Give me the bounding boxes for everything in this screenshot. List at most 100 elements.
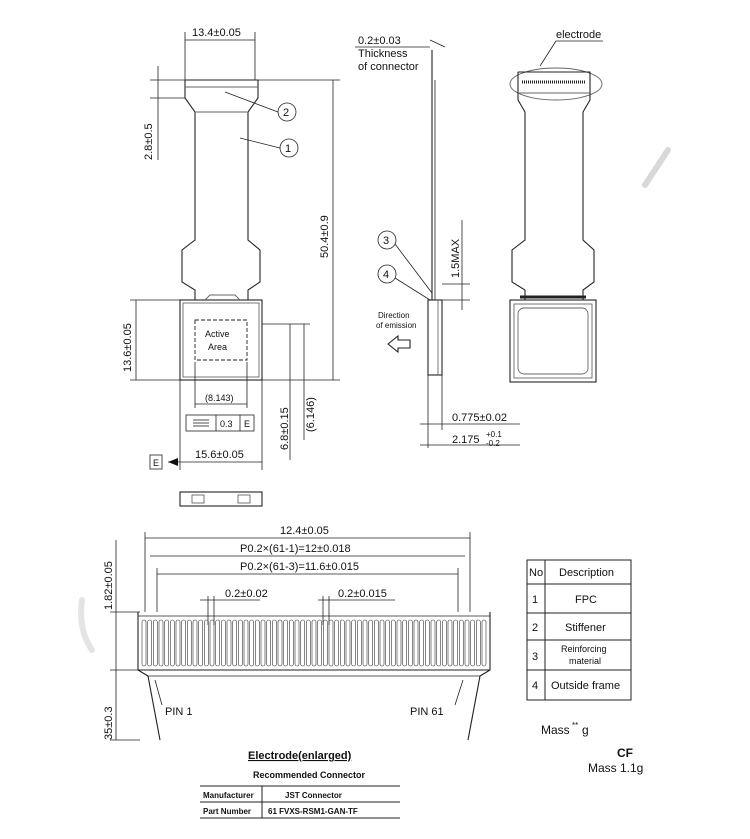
electrode-pin [453,619,458,667]
dim-pin-width-2: 0.2±0.015 [338,588,387,600]
part-value: 61 FVXS-RSM1-GAN-TF [268,807,358,816]
dim-pitch-2: P0.2×(61-3)=11.6±0.015 [240,561,359,573]
manufacturer-value: JST Connector [285,791,342,800]
fpc-outline [181,79,261,300]
electrode-pin [215,619,220,667]
active-area-box [194,319,248,361]
recommended-label: Recommended Connector [253,770,366,780]
electrode-pin [413,619,419,667]
back-view: electrode [509,29,603,383]
watermark-arc [78,597,95,653]
electrode-pin [238,619,243,667]
mass-old-label: Mass [541,723,570,737]
electrode-pin [204,619,209,667]
pin-last-label: PIN 61 [410,706,444,718]
electrode-pin [442,619,447,667]
electrode-pin [209,619,215,667]
electrode-pin [181,619,186,667]
electrode-pin [430,619,436,667]
electrode-pin [379,619,385,667]
electrode-pin [175,619,181,667]
electrode-pin [476,619,481,667]
dim-tab-height: 2.8±0.5 [143,123,155,160]
electrode-edge [137,669,491,741]
electrode-pin [340,619,345,667]
dim-top-width: 13.4±0.05 [192,27,241,39]
electrode-pin [351,619,356,667]
electrode-pin [402,619,407,667]
electrode-pin [260,619,266,667]
callout-1-circle [279,138,299,158]
electrode-pin [368,619,373,667]
electrode-pin [272,619,277,667]
table-row-desc: FPC [575,594,597,606]
emission-label-2: of emission [376,321,416,330]
datum-label: E [153,458,159,468]
mass-old-unit: g [582,723,589,737]
electrode-pin [300,619,305,667]
mass-cf: CF [617,746,633,760]
dim-height-1: 1.82±0.05 [103,561,115,610]
electrode-pin [243,619,249,667]
watermark-mark [642,147,671,188]
electrode-pin [357,619,362,667]
side-view: 0.2±0.03 Thickness of connector 3 4 1.5M… [355,35,520,448]
part-label: Part Number [203,807,251,816]
mass-old-sup: ** [572,721,578,730]
electrode-pin [249,619,254,667]
electrode-pin [221,619,226,667]
manufacturer-label: Manufacturer [203,791,254,800]
side-thickness-value: 0.2±0.03 [358,35,401,47]
electrode-pin [459,619,464,667]
panel-profile [427,299,443,376]
flatness-frame [185,414,255,432]
table-row-desc: Outside frame [551,680,620,692]
table-row-no: 2 [532,622,538,634]
electrode-pin [328,619,334,667]
dim-a: 0.775±0.02 [452,412,507,424]
front-view: 13.4±0.05 2.8±0.5 2 1 50.4±0.9 Active Ar… [122,27,340,507]
back-fpc-outline [511,71,595,300]
display-panel [179,299,263,381]
pin-first-label: PIN 1 [165,706,193,718]
electrode-pin [447,619,453,667]
callout-3-circle [377,230,397,250]
electrode-pin [289,619,294,667]
electrode-pin [141,619,147,667]
electrode-pin [436,619,441,667]
electrode-pin [391,619,396,667]
dim-total-length: 50.4±0.9 [319,215,331,258]
electrode-pin [362,619,368,667]
electrode-pin [283,619,288,667]
dim-b-minus: -0.2 [486,439,500,448]
electrode-pin [187,619,192,667]
callout-4-circle [377,264,397,284]
dim-offset-1: 6.8±0.15 [279,407,291,450]
dim-panel-height: 13.6±0.05 [122,323,134,372]
callout-2: 2 [283,107,289,119]
electrode-pin [277,619,283,667]
electrode-title: Electrode(enlarged) [248,750,352,762]
electrode-pin [323,619,328,667]
dim-pin-width-1: 0.2±0.02 [225,588,268,600]
electrode-pin [147,619,152,667]
electrode-body [137,612,491,671]
electrode-pin [158,619,164,667]
electrode-pin [481,619,487,667]
electrode-ellipse [509,67,603,101]
callout-2-circle [277,102,297,122]
electrode-pin [334,619,339,667]
table-row-no: 1 [532,594,538,606]
electrode-pin [345,619,351,667]
electrode-pin [396,619,402,667]
electrode-pin [153,619,158,667]
flatness-datum: E [244,419,250,429]
electrode-pin [170,619,175,667]
electrode-pin [385,619,390,667]
bottom-view [179,491,263,507]
table-header-desc: Description [559,567,614,579]
electrode-detail: 12.4±0.05 P0.2×(61-1)=12±0.018 P0.2×(61-… [103,525,491,819]
table-row-desc: Reinforcing [561,644,607,654]
side-thickness-label-2: of connector [358,61,419,73]
